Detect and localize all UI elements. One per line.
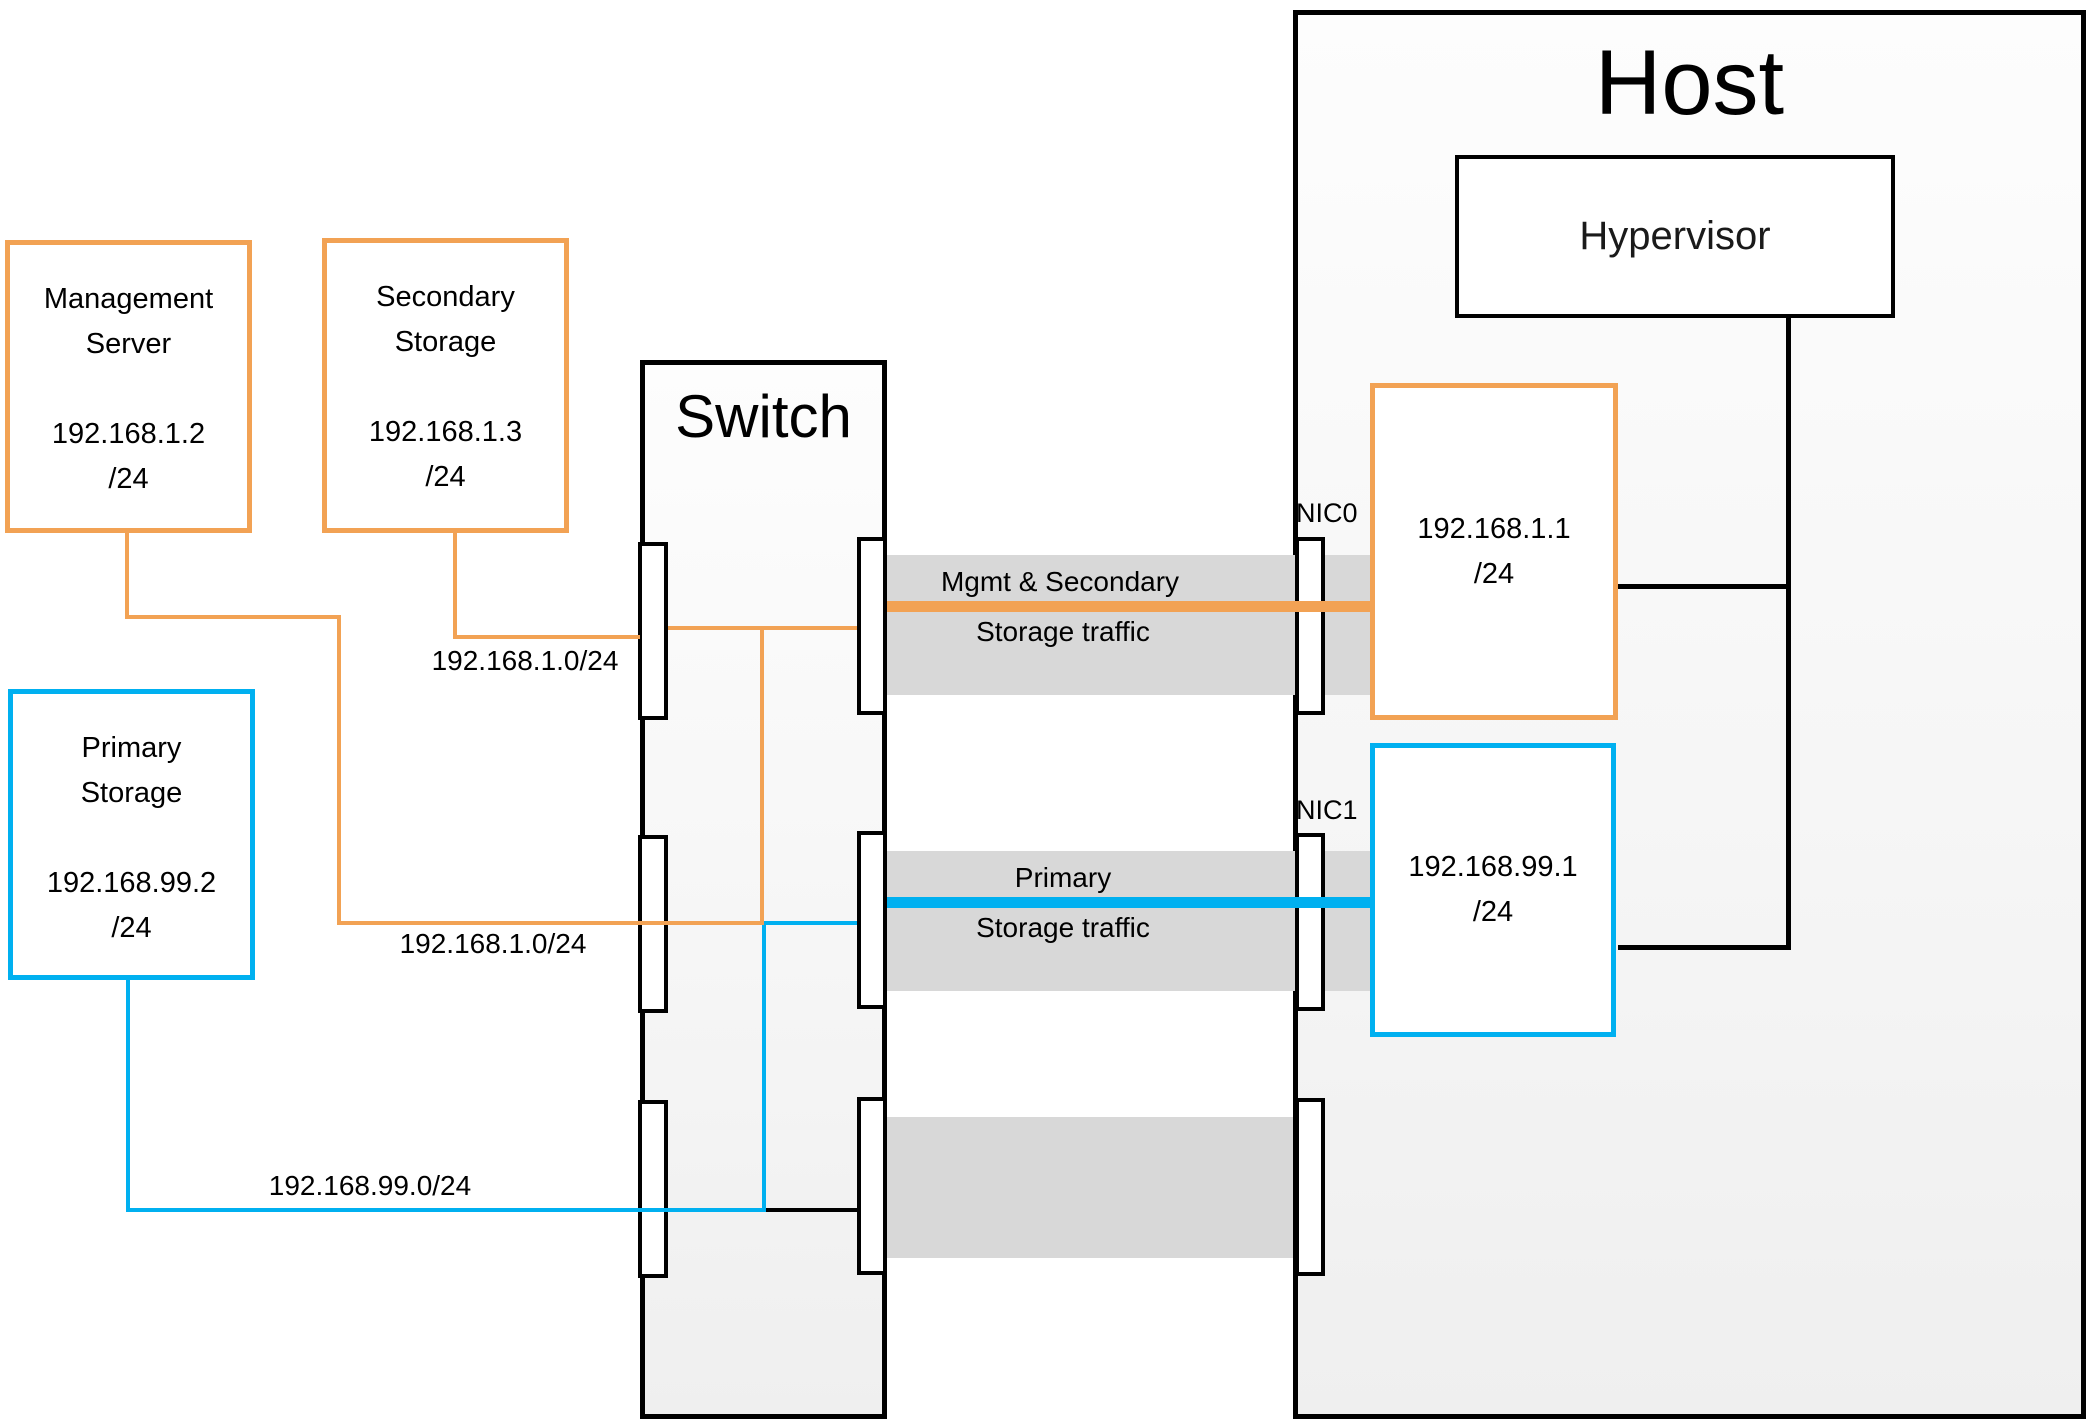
primary-storage-title-2: Storage <box>80 777 183 809</box>
hypervisor-connector-v <box>1786 318 1791 948</box>
management-server-ip: 192.168.1.2 <box>51 418 206 450</box>
management-server-title-2: Server <box>85 328 172 360</box>
switch-internal-blue-h <box>764 921 857 925</box>
secondary-storage-box: Secondary Storage 192.168.1.3 /24 <box>322 238 569 533</box>
primary-storage-ip: 192.168.99.2 <box>46 867 217 899</box>
primary-traffic-label-1: Primary <box>1014 862 1112 893</box>
primary-traffic-line <box>887 897 1370 908</box>
host-title: Host <box>1594 32 1785 134</box>
secondary-link-label: 192.168.1.0/24 <box>431 645 619 676</box>
switch-title: Switch <box>675 383 852 450</box>
hypervisor-connector-nic1 <box>1618 945 1791 950</box>
primary-storage-title-1: Primary <box>81 732 182 764</box>
hypervisor-connector-nic0 <box>1618 584 1791 589</box>
management-link-line-v1 <box>125 533 129 619</box>
primary-link-label: 192.168.99.0/24 <box>268 1170 472 1201</box>
management-link-line-h2 <box>337 921 765 925</box>
mgmt-traffic-band <box>887 555 1370 695</box>
secondary-storage-cidr: /24 <box>425 461 466 493</box>
switch-port-right-3 <box>857 1097 887 1275</box>
nic0-port-label: NIC0 <box>1296 498 1358 528</box>
management-link-label: 192.168.1.0/24 <box>399 928 587 959</box>
management-server-box: Management Server 192.168.1.2 /24 <box>5 240 252 533</box>
primary-link-line-h <box>126 1208 766 1212</box>
switch-port-right-2 <box>857 831 887 1009</box>
primary-traffic-label-2: Storage traffic <box>976 912 1150 943</box>
primary-storage-cidr: /24 <box>111 912 152 944</box>
switch-internal-orange-v <box>760 626 764 925</box>
mgmt-traffic-label-2: Storage traffic <box>976 616 1150 647</box>
switch-port-left-3 <box>638 1100 668 1278</box>
unused-traffic-band <box>887 1117 1293 1258</box>
hypervisor-box: Hypervisor <box>1455 155 1895 318</box>
nic0-box: 192.168.1.1 /24 <box>1370 383 1618 720</box>
primary-traffic-band <box>887 851 1370 991</box>
switch-internal-blue-v <box>762 925 766 1212</box>
secondary-storage-title-2: Storage <box>394 326 497 358</box>
host-port-unused <box>1295 1098 1325 1276</box>
secondary-storage-title-1: Secondary <box>376 281 515 313</box>
primary-link-line-v <box>126 978 130 1210</box>
nic0-ip: 192.168.1.1 <box>1417 512 1571 545</box>
host-port-nic0 <box>1295 537 1325 715</box>
mgmt-traffic-line <box>887 601 1370 612</box>
hypervisor-title: Hypervisor <box>1579 214 1771 258</box>
nic1-box: 192.168.99.1 /24 <box>1370 743 1616 1037</box>
switch-port-right-1 <box>857 537 887 715</box>
mgmt-traffic-label-1: Mgmt & Secondary <box>940 566 1180 597</box>
nic1-cidr: /24 <box>1472 896 1514 928</box>
switch-internal-black-h <box>766 1208 857 1212</box>
nic1-port-label: NIC1 <box>1296 795 1358 825</box>
management-link-line-v2 <box>337 615 341 925</box>
secondary-storage-ip: 192.168.1.3 <box>368 416 523 448</box>
secondary-link-line-v <box>453 533 457 637</box>
management-link-line-h1 <box>125 615 341 619</box>
management-server-cidr: /24 <box>108 463 149 495</box>
host-port-nic1 <box>1295 833 1325 1011</box>
nic1-ip: 192.168.99.1 <box>1408 851 1578 883</box>
primary-storage-box: Primary Storage 192.168.99.2 /24 <box>8 689 255 980</box>
nic0-cidr: /24 <box>1473 557 1515 590</box>
management-server-title-1: Management <box>43 283 214 315</box>
secondary-link-line-h <box>453 635 640 639</box>
switch-port-left-1 <box>638 542 668 720</box>
